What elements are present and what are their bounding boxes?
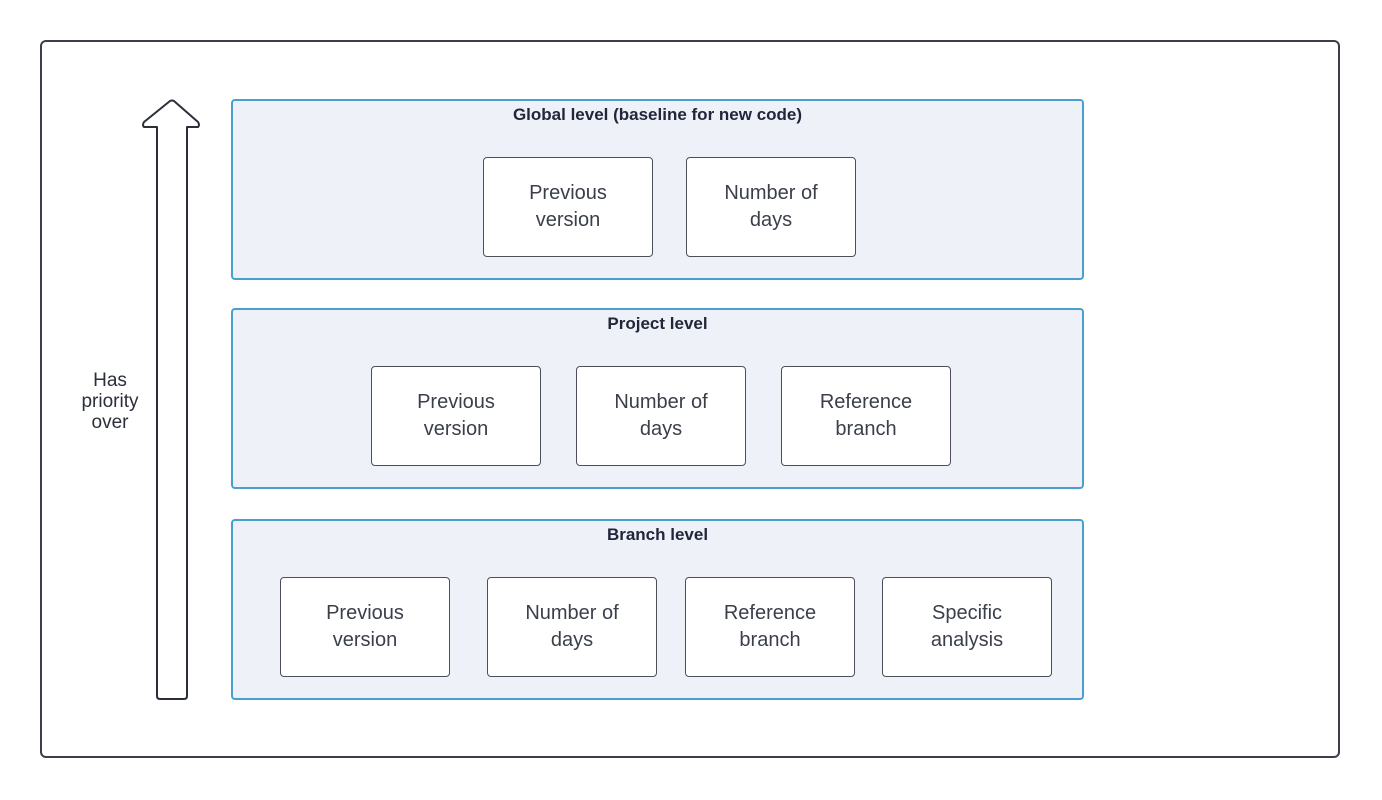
priority-label-line: over <box>91 412 129 433</box>
option-number-of-days: Number of days <box>487 577 657 677</box>
option-label-line: Specific <box>931 602 1003 624</box>
priority-label: Has priority over <box>70 370 150 433</box>
option-reference-branch: Reference branch <box>781 366 951 466</box>
option-label-line: Number of <box>724 182 818 204</box>
option-label-line: Number of <box>614 391 708 413</box>
option-previous-version: Previous version <box>483 157 653 257</box>
priority-up-arrow <box>142 99 200 700</box>
option-label-line: days <box>749 209 793 231</box>
option-label-line: Number of <box>525 602 619 624</box>
option-number-of-days: Number of days <box>686 157 856 257</box>
option-label-line: analysis <box>930 629 1004 651</box>
option-label-line: branch <box>835 418 897 440</box>
option-reference-branch: Reference branch <box>685 577 855 677</box>
option-previous-version: Previous version <box>280 577 450 677</box>
option-label-line: version <box>535 209 601 231</box>
option-label-line: days <box>639 418 683 440</box>
option-previous-version: Previous version <box>371 366 541 466</box>
level-title: Branch level <box>606 525 709 544</box>
priority-label-line: priority <box>81 391 139 412</box>
option-label-line: Reference <box>723 602 817 624</box>
option-number-of-days: Number of days <box>576 366 746 466</box>
option-label-line: version <box>332 629 398 651</box>
branch-level-panel: Branch level Previous version Number of … <box>231 519 1084 700</box>
level-title: Project level <box>607 314 708 333</box>
option-specific-analysis: Specific analysis <box>882 577 1052 677</box>
option-label-line: Previous <box>529 182 607 204</box>
global-level-panel: Global level (baseline for new code) Pre… <box>231 99 1084 280</box>
level-title: Global level (baseline for new code) <box>512 105 803 124</box>
arrow-shape <box>142 99 200 700</box>
option-label-line: days <box>550 629 594 651</box>
option-label-line: Reference <box>819 391 913 413</box>
project-level-panel: Project level Previous version Number of… <box>231 308 1084 489</box>
priority-label-line: Has <box>93 370 127 391</box>
option-label-line: version <box>423 418 489 440</box>
option-label-line: Previous <box>417 391 495 413</box>
option-label-line: Previous <box>326 602 404 624</box>
option-label-line: branch <box>739 629 801 651</box>
